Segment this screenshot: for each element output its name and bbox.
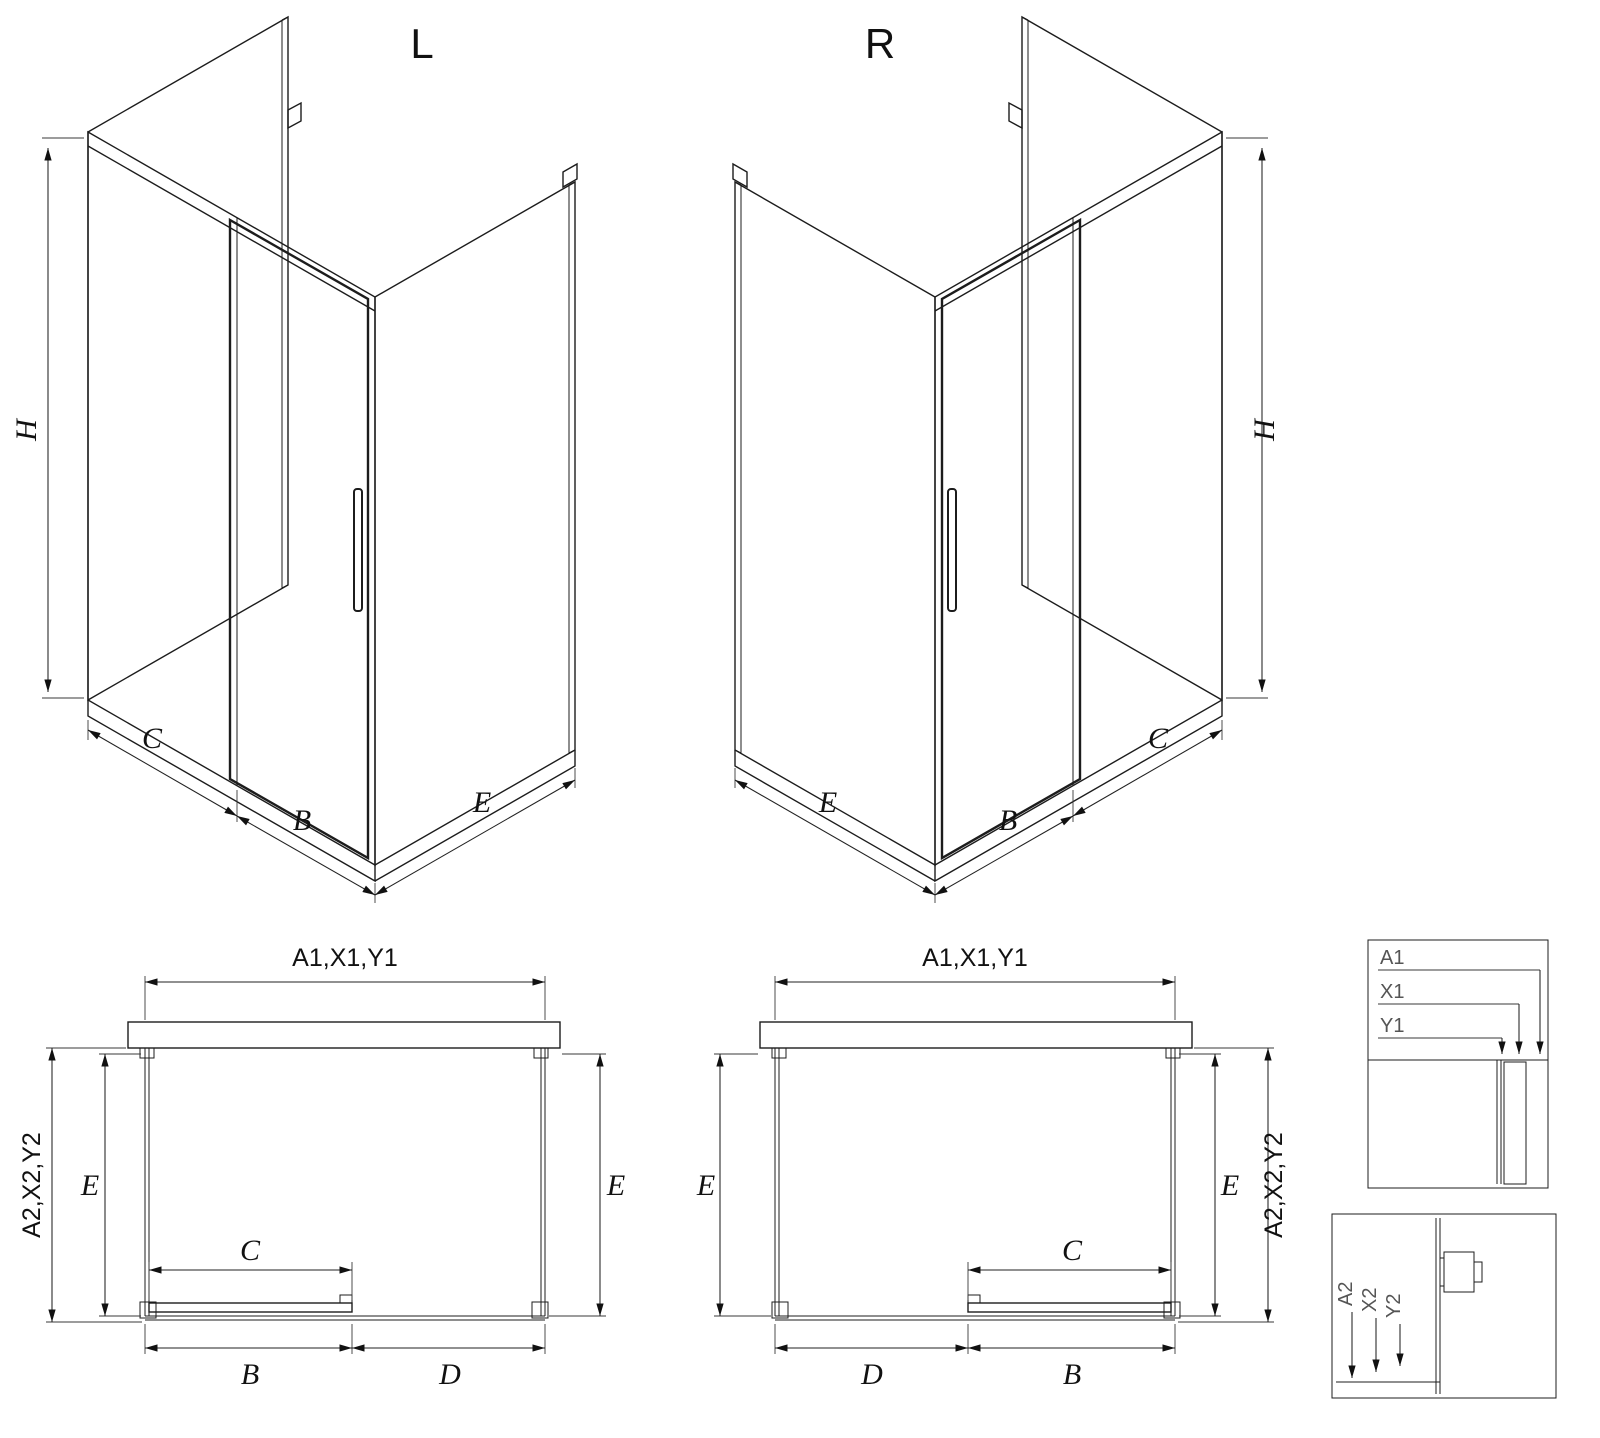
detail-a1-label: A1: [1380, 947, 1404, 969]
plan-left-c-label: C: [240, 1234, 261, 1267]
detail-top-border: [1367, 939, 1549, 1189]
detail-y1-label: Y1: [1380, 1015, 1404, 1037]
plan-right-e-right-label: E: [1220, 1169, 1239, 1202]
plan-view-right: A1,X1,Y1 A2,X2,Y2 E E C B D: [696, 944, 1288, 1391]
plan-left-e-left-label: E: [80, 1169, 99, 1202]
iso-view-left: L H C B E: [10, 17, 577, 903]
detail-a2-label: A2: [1335, 1282, 1357, 1306]
plan-right-c-label: C: [1062, 1234, 1083, 1267]
detail-bottom-profile-hatched: [1443, 1251, 1475, 1293]
variant-label-left: L: [410, 20, 433, 67]
plan-right-depth-label: A2,X2,Y2: [1260, 1132, 1288, 1238]
dim-label-e-right: E: [818, 786, 837, 819]
plan-right-e-left-label: E: [696, 1169, 715, 1202]
iso-left-geometry: [42, 17, 577, 903]
dim-label-b-right: B: [999, 804, 1017, 837]
detail-bottom-profile-cap: [1473, 1261, 1483, 1283]
plan-left-b-label: B: [241, 1358, 259, 1391]
iso-view-right: R H C B E: [733, 17, 1281, 903]
detail-x2-label: X2: [1359, 1288, 1381, 1312]
dim-label-h-left: H: [10, 417, 43, 442]
plan-left-width-label: A1,X1,Y1: [292, 944, 398, 972]
detail-y2-label: Y2: [1383, 1294, 1405, 1318]
plan-view-left: A1,X1,Y1 A2,X2,Y2 E E C B D: [18, 944, 625, 1391]
detail-view-bottom: A2 X2 Y2: [1331, 1213, 1557, 1399]
plan-right-geometry: [714, 976, 1274, 1354]
detail-bottom-border: [1331, 1213, 1557, 1399]
plan-left-e-right-label: E: [606, 1169, 625, 1202]
dim-label-c-left: C: [142, 722, 163, 755]
plan-right-width-label: A1,X1,Y1: [922, 944, 1028, 972]
plan-left-geometry: [46, 976, 606, 1354]
detail-view-top: A1 X1 Y1: [1367, 939, 1549, 1189]
detail-top-leaders: [1378, 969, 1544, 1054]
detail-top-glass: [1496, 1060, 1502, 1184]
dim-label-h-right: H: [1248, 417, 1281, 442]
detail-bottom-leaders: [1348, 1312, 1404, 1378]
dim-label-b-left: B: [293, 804, 311, 837]
plan-left-depth-label: A2,X2,Y2: [18, 1132, 46, 1238]
iso-right-geometry: [733, 17, 1268, 903]
variant-label-right: R: [865, 20, 895, 67]
detail-top-wall-hatched: [1503, 1061, 1527, 1185]
plan-right-d-label: D: [860, 1358, 883, 1391]
detail-x1-label: X1: [1380, 981, 1404, 1003]
dim-label-e-left: E: [472, 786, 491, 819]
plan-right-b-label: B: [1063, 1358, 1081, 1391]
detail-bottom-glass: [1435, 1218, 1441, 1394]
dim-label-c-right: C: [1148, 722, 1169, 755]
plan-left-d-label: D: [438, 1358, 461, 1391]
